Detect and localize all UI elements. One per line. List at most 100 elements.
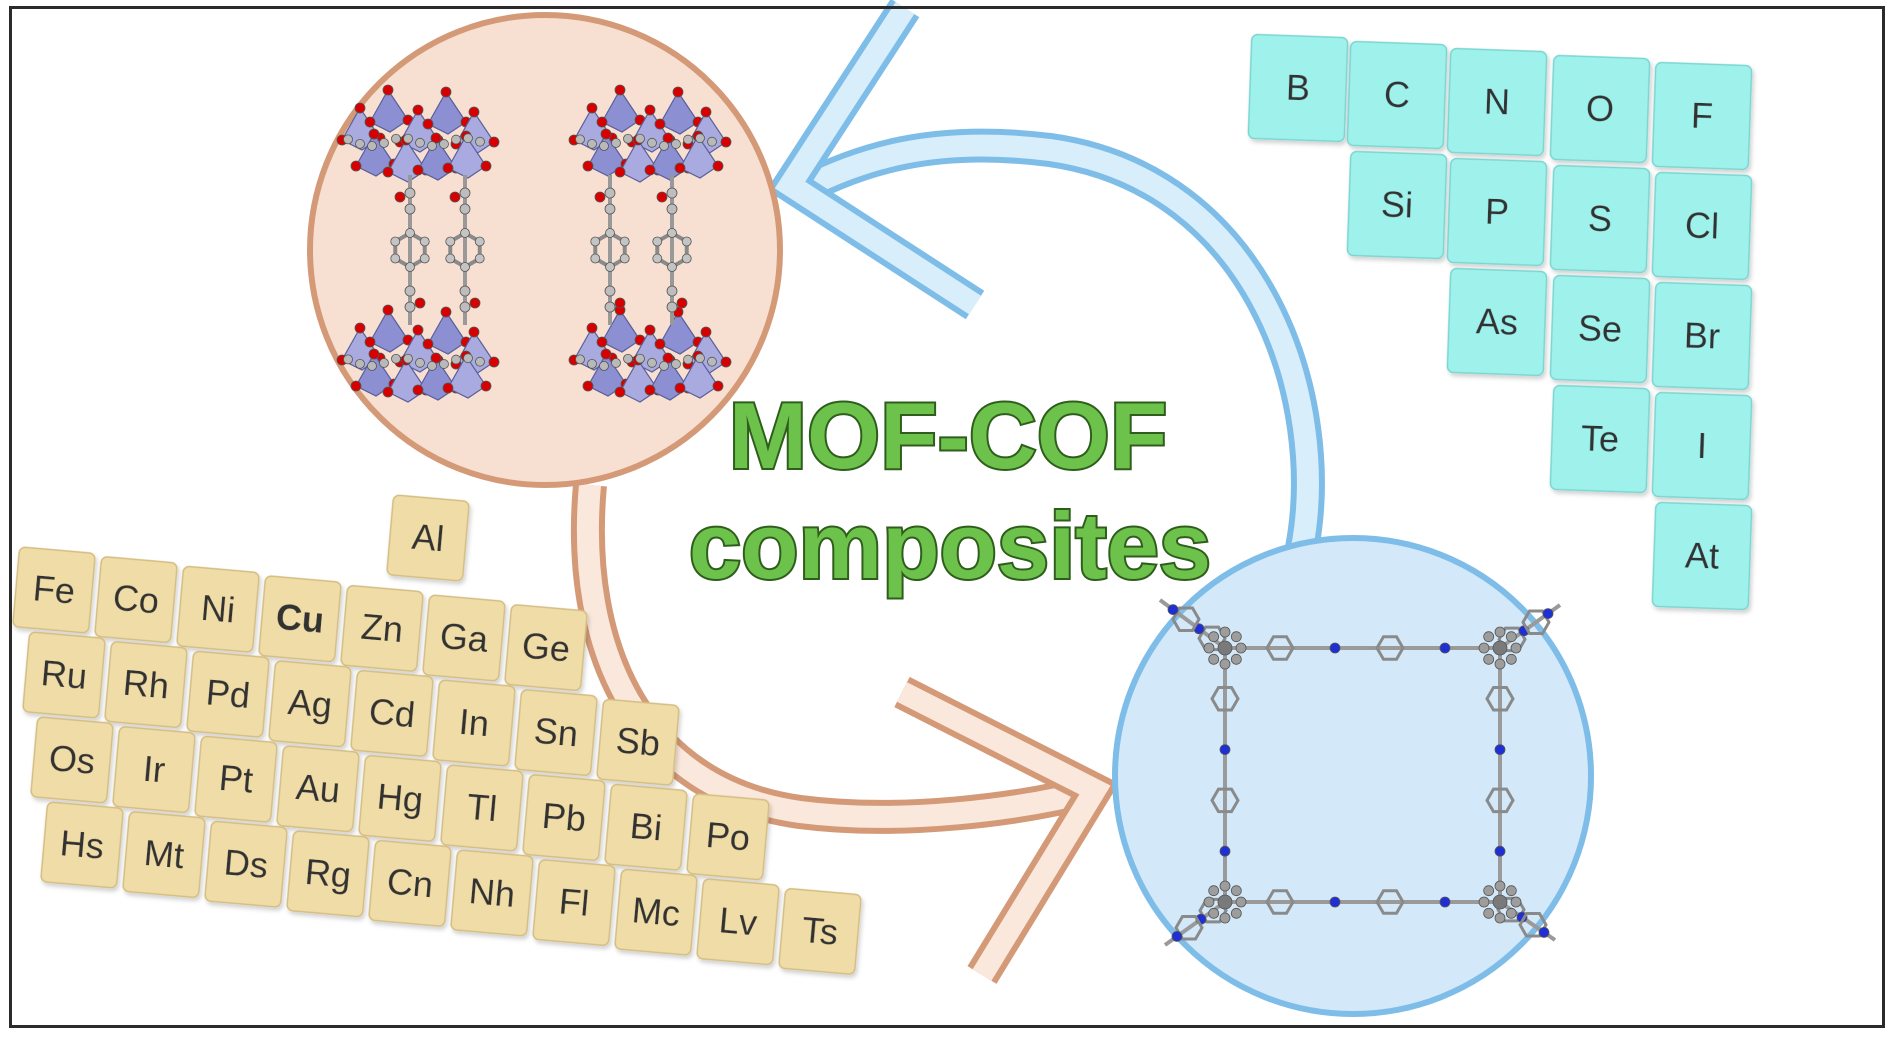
carbon-atom (404, 301, 416, 313)
carbon-atom (1230, 653, 1242, 665)
oxygen-atom (674, 382, 686, 394)
oxygen-atom (712, 160, 724, 172)
element-symbol: Mc (630, 889, 681, 934)
carbon-atom (1494, 912, 1506, 924)
carbon-atom (1217, 640, 1233, 656)
oxygen-atom (364, 336, 376, 348)
metal-element-tile: Rg (286, 830, 370, 918)
element-symbol: N (1483, 81, 1510, 123)
carbon-atom (475, 136, 485, 147)
carbon-atom (405, 228, 415, 238)
carbon-atom (390, 253, 401, 264)
nitrogen-atom (1329, 642, 1341, 654)
carbon-atom (671, 139, 681, 149)
carbon-atom (635, 353, 645, 364)
element-tile-background (122, 811, 206, 899)
aromatic-ring (1521, 609, 1551, 635)
carbon-atom (1230, 631, 1242, 643)
aromatic-ring (1171, 606, 1201, 632)
aromatic-ring (1375, 635, 1405, 661)
carbon-atom (427, 361, 437, 371)
metal-element-tile: In (432, 679, 516, 767)
element-symbol: Cn (385, 860, 434, 905)
orange-arrowhead-inner (897, 682, 1111, 981)
element-symbol: Fl (557, 880, 590, 923)
element-tile-background (340, 584, 424, 672)
carbon-atom (587, 138, 597, 149)
nonmetal-element-tile: F (1651, 61, 1753, 171)
oxygen-atom (394, 191, 406, 203)
nitrogen-atom (1167, 604, 1179, 615)
oxygen-atom (354, 102, 366, 114)
carbon-atom (695, 133, 705, 144)
carbon-atom (1208, 907, 1220, 919)
oxygen-atom (662, 352, 674, 364)
carbon-atom (590, 236, 601, 247)
carbon-atom (404, 203, 416, 215)
oxygen-atom (354, 322, 366, 334)
organic-linker (390, 175, 430, 325)
oxygen-atom (700, 106, 712, 118)
metal-element-tile: Bi (604, 783, 688, 871)
cof-linker-chain (1225, 635, 1500, 661)
element-tile-background (450, 849, 534, 937)
carbon-atom (575, 354, 585, 365)
oxygen-atom (368, 348, 380, 360)
carbon-atom (460, 228, 470, 238)
oxygen-atom (676, 297, 688, 309)
oxygen-atom (480, 160, 492, 172)
aromatic-ring (1485, 686, 1515, 712)
element-symbol: In (457, 701, 490, 744)
oxygen-atom (582, 160, 594, 172)
element-symbol: O (1585, 88, 1614, 130)
oxygen-atom (700, 326, 712, 338)
nonmetal-element-tile: S (1549, 164, 1651, 274)
nonmetal-element-tile: Te (1549, 384, 1651, 494)
oxygen-atom (672, 86, 684, 98)
oxygen-atom (368, 128, 380, 140)
element-tile-background (386, 494, 470, 582)
aromatic-ring (1210, 686, 1240, 712)
carbon-atom (474, 236, 485, 247)
element-symbol: Ds (222, 841, 269, 886)
oxygen-atom (488, 136, 500, 148)
metal-element-tile: Ga (422, 594, 506, 682)
carbon-atom (343, 134, 353, 145)
element-symbol: I (1696, 425, 1707, 466)
nonmetal-element-tile: Br (1651, 281, 1753, 391)
element-tile-background (1446, 157, 1548, 267)
carbon-atom (619, 253, 630, 264)
oxygen-atom (440, 306, 452, 318)
carbon-atom (367, 361, 377, 371)
carbon-atom (460, 262, 470, 272)
metal-element-tile: Rh (104, 641, 188, 729)
cof-node (1203, 880, 1247, 924)
element-tile-background (204, 820, 288, 908)
element-tile-background (176, 565, 260, 653)
element-tile-background (30, 716, 114, 804)
element-symbol: Rg (303, 851, 352, 896)
oxygen-atom (414, 297, 426, 309)
metal-cluster (568, 304, 732, 403)
element-symbol: Hg (375, 775, 424, 820)
nitrogen-atom (1219, 744, 1231, 755)
element-tile-background (276, 745, 360, 833)
carbon-atom (667, 228, 677, 238)
metal-element-tile: Ag (268, 660, 352, 748)
element-tile-background (432, 679, 516, 767)
carbon-atom (647, 357, 657, 368)
oxygen-atom (644, 384, 656, 396)
image-border (9, 6, 1885, 1028)
carbon-atom (415, 137, 425, 148)
carbon-atom (1505, 631, 1517, 643)
oxygen-atom (644, 164, 656, 176)
title-line-1: MOF-COF (729, 383, 1168, 488)
carbon-atom (427, 141, 437, 151)
element-symbol: B (1285, 67, 1310, 109)
element-symbol: Hs (58, 822, 105, 867)
metal-element-tile: Cn (368, 839, 452, 927)
aromatic-ring (1210, 787, 1240, 814)
element-tile-background (1651, 501, 1753, 611)
